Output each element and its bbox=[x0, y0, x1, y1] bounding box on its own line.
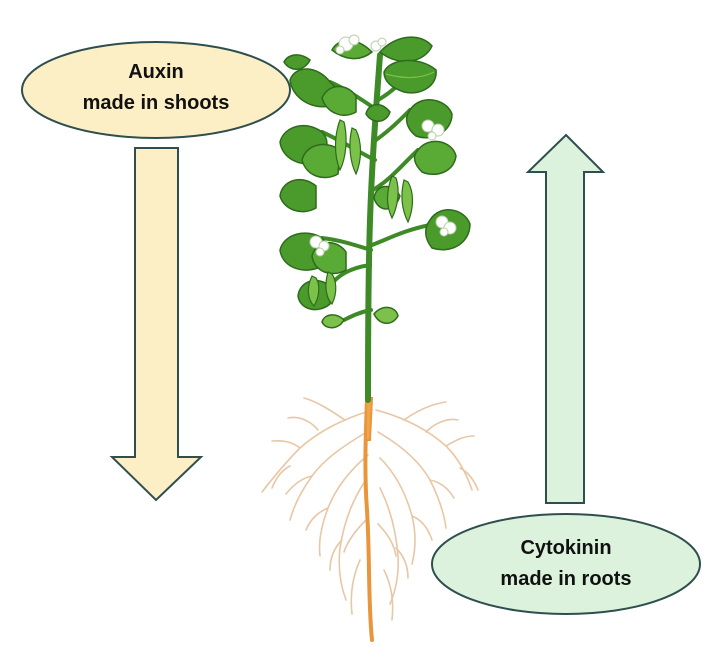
leaf bbox=[279, 178, 317, 213]
auxin-down-arrow bbox=[109, 147, 204, 502]
cytokinin-up-arrow bbox=[525, 133, 606, 504]
cytokinin-subtitle: made in roots bbox=[500, 568, 631, 590]
auxin-ellipse bbox=[21, 41, 291, 139]
flower bbox=[435, 215, 457, 237]
cytokinin-ellipse bbox=[431, 513, 701, 615]
cytokinin-group: Cytokinin made in roots bbox=[431, 133, 701, 615]
leaf bbox=[301, 143, 341, 179]
flower bbox=[370, 37, 387, 52]
bean-pod bbox=[325, 271, 337, 306]
leaf bbox=[365, 103, 391, 122]
leaf bbox=[383, 59, 437, 94]
root-system bbox=[261, 396, 479, 642]
plant-illustration bbox=[261, 34, 479, 642]
cytokinin-title: Cytokinin bbox=[520, 537, 611, 559]
bean-pod bbox=[349, 127, 362, 176]
leaf bbox=[321, 314, 345, 329]
bean-pod bbox=[307, 275, 320, 307]
bean-pod bbox=[334, 119, 347, 172]
flower bbox=[309, 235, 330, 257]
bean-pod bbox=[401, 179, 414, 224]
leaf bbox=[283, 54, 311, 70]
leaf bbox=[413, 140, 457, 176]
auxin-title: Auxin bbox=[128, 61, 184, 83]
leaf bbox=[321, 85, 357, 116]
auxin-subtitle: made in shoots bbox=[83, 92, 230, 114]
flower bbox=[335, 34, 360, 55]
flower bbox=[421, 119, 445, 141]
leaf bbox=[378, 36, 433, 63]
flowers bbox=[309, 34, 457, 257]
bean-pods bbox=[307, 119, 414, 307]
bean-pod bbox=[386, 175, 399, 220]
leaf bbox=[373, 306, 399, 324]
auxin-group: Auxin made in shoots bbox=[21, 41, 291, 502]
